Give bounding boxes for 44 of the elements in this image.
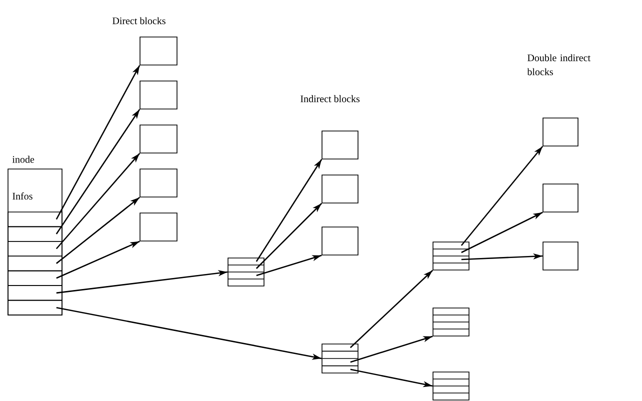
- pointer-block: [432, 308, 470, 336]
- data-block: [140, 168, 178, 198]
- arrow: [56, 109, 140, 234]
- data-block: [140, 124, 178, 154]
- data-block: [542, 118, 578, 146]
- arrow: [256, 159, 322, 262]
- arrow: [461, 212, 543, 254]
- pointer-block: [432, 242, 470, 270]
- inode-row: [8, 285, 62, 301]
- heading-label: Indirect blocks: [300, 95, 360, 102]
- data-block: [322, 226, 358, 256]
- data-block: [140, 36, 178, 66]
- inode-row: [8, 270, 62, 286]
- arrow: [56, 307, 322, 360]
- arrow: [460, 146, 544, 246]
- arrow: [461, 253, 543, 260]
- arrow: [256, 254, 322, 276]
- heading-label: Double indirect blocks: [527, 54, 590, 76]
- arrow: [350, 368, 433, 388]
- arrow: [56, 196, 140, 264]
- pointer-block: [322, 344, 358, 374]
- data-block: [140, 80, 178, 110]
- inode-row: [8, 256, 62, 272]
- inode-row: [8, 241, 62, 256]
- inode-row: [8, 226, 62, 242]
- arrow: [56, 270, 228, 294]
- data-block: [322, 130, 358, 160]
- pointer-block: [228, 258, 264, 286]
- arrow: [56, 65, 140, 220]
- data-block: [542, 184, 578, 212]
- data-block: [322, 174, 358, 204]
- heading-label: Direct blocks: [112, 17, 166, 24]
- data-block: [140, 212, 178, 242]
- node-label: inode: [12, 156, 34, 163]
- arrow: [350, 270, 434, 348]
- pointer-block: [432, 372, 470, 400]
- inode-row: [8, 212, 62, 228]
- arrow: [56, 240, 140, 279]
- arrow: [350, 336, 433, 363]
- inode-box: inode Infos: [8, 156, 62, 316]
- inode-row: [8, 300, 62, 316]
- data-block: [542, 242, 578, 270]
- arrow: [56, 152, 140, 250]
- arrow: [256, 202, 322, 269]
